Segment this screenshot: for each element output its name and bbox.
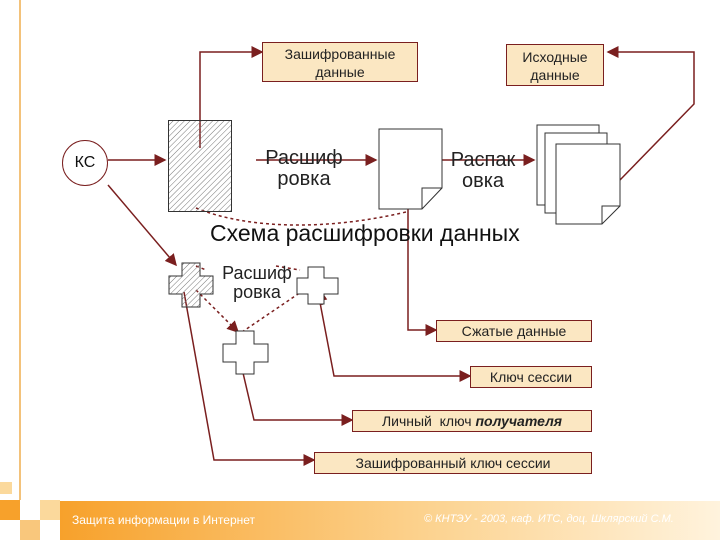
documents-stack-icon bbox=[536, 124, 621, 225]
compressed-data-box: Сжатые данные bbox=[436, 320, 592, 342]
source-data-label: Исходные данные bbox=[522, 49, 588, 83]
cross-icon-low bbox=[222, 330, 269, 375]
footer-left-text: Защита информации в Интернет bbox=[72, 513, 256, 527]
deco-square-3 bbox=[40, 500, 60, 520]
deco-square-1 bbox=[0, 500, 20, 520]
encrypted-data-box: Зашифрованные данные bbox=[262, 42, 418, 82]
encrypted-session-key-box: Зашифрованный ключ сессии bbox=[314, 452, 592, 474]
unpack-text: Распак овка bbox=[450, 149, 516, 192]
deco-square-2 bbox=[20, 520, 40, 540]
document-icon bbox=[378, 128, 443, 210]
compressed-data-label: Сжатые данные bbox=[461, 323, 567, 339]
unpack-label: Распак овка bbox=[446, 150, 520, 192]
ks-label: КС bbox=[74, 154, 96, 171]
encrypted-block bbox=[168, 120, 232, 212]
encrypted-session-key-label: Зашифрованный ключ сессии bbox=[355, 455, 551, 471]
ks-node: КС bbox=[62, 140, 108, 186]
private-key-box: Личный ключ получателя bbox=[352, 410, 592, 432]
decrypt-label-mid: Расшиф ровка bbox=[218, 264, 296, 302]
footer-band bbox=[60, 501, 720, 540]
decrypt-text-top: Расшиф ровка bbox=[265, 147, 343, 190]
encrypted-data-label: Зашифрованные данные bbox=[284, 46, 396, 80]
footer-right-text: © КНТЭУ - 2003, каф. ИТС, доц. Шклярский… bbox=[424, 513, 674, 525]
left-accent-line bbox=[19, 0, 21, 500]
session-key-box: Ключ сессии bbox=[470, 366, 592, 388]
deco-square-4 bbox=[0, 482, 12, 494]
decrypt-text-mid: Расшиф ровка bbox=[222, 263, 292, 302]
diagram-title: Схема расшифровки данных bbox=[210, 220, 520, 246]
decrypt-label-top: Расшиф ровка bbox=[262, 148, 346, 190]
decrypt-cross-hatched bbox=[168, 262, 214, 308]
source-data-box: Исходные данные bbox=[506, 44, 604, 86]
cross-icon-mid bbox=[296, 266, 339, 305]
private-key-label-emph: получателя bbox=[475, 413, 563, 429]
session-key-label: Ключ сессии bbox=[489, 369, 573, 385]
private-key-label-prefix: Личный ключ bbox=[381, 413, 476, 429]
